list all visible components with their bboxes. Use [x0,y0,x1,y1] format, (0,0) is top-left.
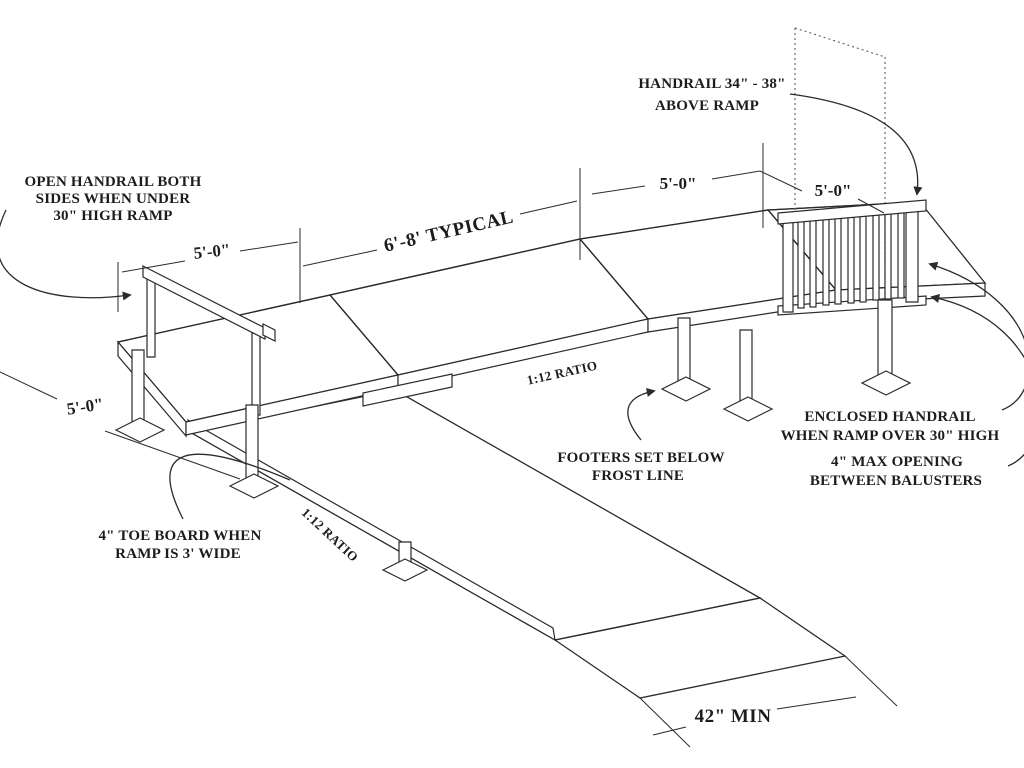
dimension-lines [0,93,1024,748]
height-guide-top [794,27,886,58]
label-min-width: 42" MIN [695,706,772,727]
baluster [872,207,880,301]
open-handrail-post-right [251,332,261,416]
lower-ramp-deck [188,389,762,641]
baluster [809,214,817,308]
label-open-handrail-line2: SIDES WHEN UNDER [36,191,191,207]
label-footers-line1: FOOTERS SET BELOW [557,450,724,466]
dim-stub [239,241,299,252]
footer-plate [114,417,166,443]
label-dim-top-left: 5'-0" [193,240,232,263]
dim-stub [776,696,857,710]
support-post [131,349,145,426]
open-handrail [142,265,276,416]
open-handrail-leader-arrow [0,209,132,301]
extension-line [844,655,898,707]
baluster [834,211,842,305]
max-opening-leader-arrow [930,294,1024,467]
enclosed-handrail [777,27,927,316]
label-dim-ramp-width: 5'-0" [65,394,104,419]
supports [114,299,912,582]
label-dim-right: 5'-0" [815,181,852,200]
dim-stub [652,726,687,736]
baluster [897,205,905,299]
label-dim-mid: 5'-0" [660,174,697,193]
open-handrail-top-rail [142,265,266,340]
label-dim-typical: 6'-8' TYPICAL [382,207,516,257]
enclosed-handrail-leader-arrow [928,261,1024,411]
label-handrail-height-line2: ABOVE RAMP [655,98,759,114]
dim-stub [121,260,186,273]
open-handrail-rail-cap [262,323,276,342]
support-post [877,299,893,377]
dim-stub [0,371,58,400]
baluster [822,212,830,306]
baluster [797,215,805,309]
label-max-opening-line2: BETWEEN BALUSTERS [810,473,982,489]
dim-stub [104,430,241,480]
labels: OPEN HANDRAIL BOTH SIDES WHEN UNDER 30" … [25,76,1000,727]
handrail-height-leader-arrow [789,93,923,196]
dim-stub [519,200,578,215]
label-toe-board-line2: RAMP IS 3' WIDE [115,546,241,562]
label-open-handrail-line3: 30" HIGH RAMP [53,208,172,224]
extension-line [639,697,691,748]
support-post [677,317,691,383]
junction-support-beam [362,373,453,407]
support-post [739,329,753,403]
enclosed-post-left [782,217,794,313]
open-handrail-post-left [146,276,156,358]
footer-plate [381,558,429,582]
label-ratio-upper: 1:12 RATIO [525,358,598,388]
landing-pad [553,597,847,699]
label-enclosed-handrail-line1: ENCLOSED HANDRAIL [804,409,975,425]
label-footers-line2: FROST LINE [592,468,684,484]
baluster [884,206,892,300]
enclosed-top-rail [777,199,927,225]
label-toe-board-line1: 4" TOE BOARD WHEN [98,528,261,544]
enclosed-post-right [905,205,919,303]
support-post [245,404,259,481]
label-handrail-height-line1: HANDRAIL 34" - 38" [638,76,785,92]
baluster [859,209,867,303]
baluster [847,210,855,304]
footers-leader-arrow [627,387,656,441]
dim-stub [302,249,378,267]
footer-plate [660,376,712,402]
footer-plate [722,396,774,422]
label-enclosed-handrail-line2: WHEN RAMP OVER 30" HIGH [781,428,1000,444]
dim-connector [711,170,803,192]
footer-plate [228,473,280,499]
label-open-handrail-line1: OPEN HANDRAIL BOTH [25,174,202,190]
footer-plate [860,370,912,396]
dim-stub [591,185,646,195]
ramp-structure [114,27,987,699]
toe-board-leader [169,453,291,520]
label-max-opening-line1: 4" MAX OPENING [831,454,963,470]
dim-stub [857,198,885,214]
